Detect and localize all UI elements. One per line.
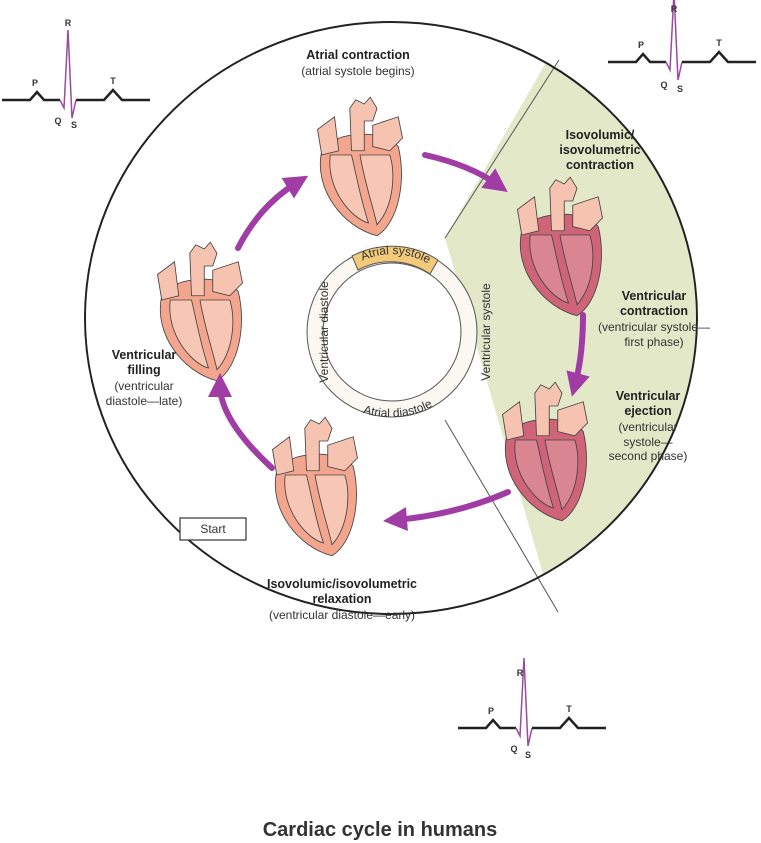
ventricular-filling-title: filling xyxy=(127,363,160,377)
start-box: Start xyxy=(179,517,247,541)
arrow-4 xyxy=(208,373,275,471)
cycle-arrows xyxy=(208,152,590,531)
ecg-t: T xyxy=(716,38,722,48)
ecg-s: S xyxy=(71,120,77,130)
ecg-q: Q xyxy=(510,744,517,754)
atrial-contraction-subtitle: (atrial systole begins) xyxy=(301,64,414,78)
ventricular-ejection-title: ejection xyxy=(624,404,671,418)
ecg-p: P xyxy=(32,78,38,88)
isovolumic-contraction-title: contraction xyxy=(566,158,634,172)
ecg-q: Q xyxy=(660,80,667,90)
start-label: Start xyxy=(200,522,226,536)
ecg-trace-top-left: P R T Q S xyxy=(2,18,150,130)
atrial-contraction-title: Atrial contraction xyxy=(306,48,410,62)
ecg-trace-top-right: P R T Q S xyxy=(608,0,756,94)
ecg-r: R xyxy=(517,668,524,678)
ecg-p: P xyxy=(488,706,494,716)
ring-label-ventricular-diastole: Ventricular diastole xyxy=(317,281,331,383)
ecg-t: T xyxy=(110,76,116,86)
ventricular-ejection-subtitle: second phase) xyxy=(609,449,688,463)
ecg-t: T xyxy=(566,704,572,714)
ecg-s: S xyxy=(677,84,683,94)
ecg-r: R xyxy=(671,4,678,14)
ventricular-contraction-title: Ventricular xyxy=(622,289,687,303)
ring-label-ventricular-systole: Ventricular systole xyxy=(479,283,493,381)
isovolumic-relaxation-subtitle: (ventricular diastole—early) xyxy=(269,608,415,622)
isovolumic-contraction-title: Isovolumic/ xyxy=(566,128,635,142)
ecg-s: S xyxy=(525,750,531,760)
phase-ring: Atrial systole Atrial diastole Ventricul… xyxy=(306,243,493,420)
phase-labels: Atrial contraction (atrial systole begin… xyxy=(106,48,710,622)
arrow-1 xyxy=(422,152,508,192)
arrow-2 xyxy=(566,312,590,397)
ventricular-filling-title: Ventricular xyxy=(112,348,177,362)
ventricular-contraction-subtitle: (ventricular systole— xyxy=(598,320,710,334)
arrow-3 xyxy=(383,489,511,531)
figure-title: Cardiac cycle in humans xyxy=(263,819,498,841)
ventricular-filling-subtitle: diastole—late) xyxy=(106,394,183,408)
ventricular-ejection-title: Ventricular xyxy=(616,389,681,403)
ventricular-ejection-subtitle: (ventricular xyxy=(618,420,677,434)
isovolumic-relaxation-title: Isovolumic/isovolumetric xyxy=(267,577,417,591)
ventricular-filling-subtitle: (ventricular xyxy=(114,379,173,393)
ecg-q: Q xyxy=(54,116,61,126)
isovolumic-relaxation-title: relaxation xyxy=(312,592,371,606)
ventricular-contraction-subtitle: first phase) xyxy=(624,335,683,349)
arrow-5 xyxy=(235,175,309,251)
atrial-systole-band xyxy=(351,245,439,275)
ventricular-contraction-title: contraction xyxy=(620,304,688,318)
ventricular-ejection-subtitle: systole— xyxy=(623,435,672,449)
ecg-trace-bottom: P R T Q S xyxy=(458,657,606,760)
ecg-p: P xyxy=(638,40,644,50)
isovolumic-contraction-title: isovolumetric xyxy=(559,143,640,157)
ecg-r: R xyxy=(65,18,72,28)
